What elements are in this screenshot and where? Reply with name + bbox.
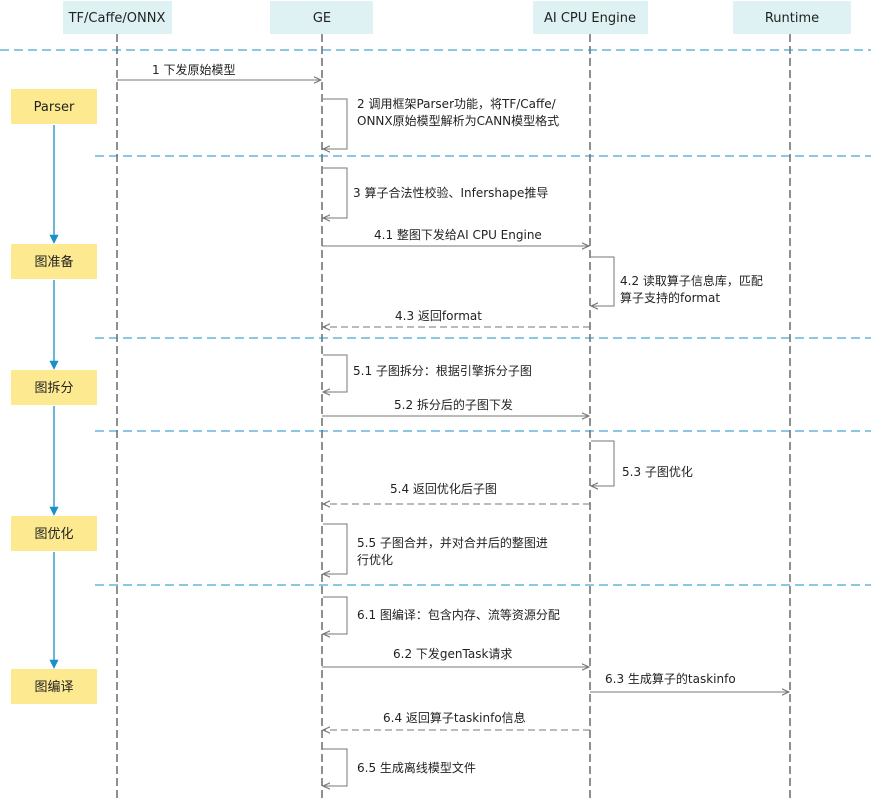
message-label-line: 4.2 读取算子信息库，匹配 [620, 273, 763, 288]
self-message-arrow [323, 523, 348, 574]
stage-parser: Parser [11, 89, 97, 124]
stage-box [11, 89, 97, 124]
message-label-line: 5.5 子图合并，并对合并后的整图进 [357, 535, 548, 550]
message-label: 5.5 子图合并，并对合并后的整图进行优化 [357, 535, 548, 567]
participant-header-tf: TF/Caffe/ONNX [63, 1, 172, 34]
stage-label: 图编译 [34, 680, 73, 695]
self-message-arrow [591, 256, 615, 306]
stage-label: 图优化 [34, 527, 73, 542]
message-label: 6.2 下发genTask请求 [393, 646, 512, 661]
stage-label: Parser [34, 100, 75, 115]
self-message-arrow [323, 167, 348, 218]
participant-box [733, 1, 851, 34]
message-label: 4.3 返回format [395, 309, 482, 323]
messages [117, 80, 789, 786]
message-label-line: ONNX原始模型解析为CANN模型格式 [357, 113, 559, 128]
stage-box [11, 516, 97, 551]
stage-split: 图拆分 [11, 370, 97, 405]
message-label: 5.2 拆分后的子图下发 [394, 397, 513, 412]
stage-compile: 图编译 [11, 669, 97, 704]
self-message-arrow [323, 354, 348, 392]
message-label-line: 算子支持的format [620, 290, 720, 305]
self-message-arrow [591, 440, 615, 486]
message-label-line: 2 调用框架Parser功能，将TF/Caffe/ [357, 97, 557, 111]
message-label-line: 行优化 [357, 553, 393, 567]
message-label: 5.4 返回优化后子图 [390, 482, 497, 496]
self-message-arrow [323, 98, 348, 149]
self-message-arrow [323, 596, 348, 634]
message-label: 3 算子合法性校验、Infershape推导 [353, 185, 548, 200]
participant-box [533, 1, 648, 34]
stage-label: 图拆分 [34, 381, 73, 396]
message-label: 1 下发原始模型 [152, 62, 235, 77]
stage-optimize: 图优化 [11, 516, 97, 551]
message-label: 6.4 返回算子taskinfo信息 [383, 710, 526, 725]
message-label: 6.1 图编译：包含内存、流等资源分配 [357, 607, 560, 622]
participant-header-aicpu: AI CPU Engine [533, 1, 648, 34]
participant-label: AI CPU Engine [544, 11, 636, 26]
stage-prepare: 图准备 [11, 244, 97, 279]
participant-box [63, 1, 172, 34]
stage-separators [0, 49, 871, 586]
stage-box [11, 244, 97, 279]
participant-header-runtime: Runtime [733, 1, 851, 34]
message-labels: 1 下发原始模型 2 调用框架Parser功能，将TF/Caffe/ONNX原始… [152, 62, 763, 775]
message-label: 6.5 生成离线模型文件 [357, 760, 476, 775]
message-label: 4.2 读取算子信息库，匹配算子支持的format [620, 273, 763, 305]
message-label: 6.3 生成算子的taskinfo [605, 671, 736, 686]
message-label: 2 调用框架Parser功能，将TF/Caffe/ONNX原始模型解析为CANN… [357, 97, 559, 128]
self-message-arrow [323, 748, 348, 786]
stage-box [11, 370, 97, 405]
stage-label: 图准备 [34, 254, 73, 270]
stage-box [11, 669, 97, 704]
participant-label: GE [313, 11, 331, 26]
participant-box [270, 1, 373, 34]
message-label: 5.3 子图优化 [622, 465, 693, 479]
message-label: 5.1 子图拆分：根据引擎拆分子图 [353, 363, 532, 378]
participant-label: Runtime [765, 11, 819, 26]
participant-label: TF/Caffe/ONNX [68, 11, 166, 26]
message-label: 4.1 整图下发给AI CPU Engine [374, 227, 542, 242]
lifelines [116, 34, 791, 798]
participant-header-ge: GE [270, 1, 373, 34]
